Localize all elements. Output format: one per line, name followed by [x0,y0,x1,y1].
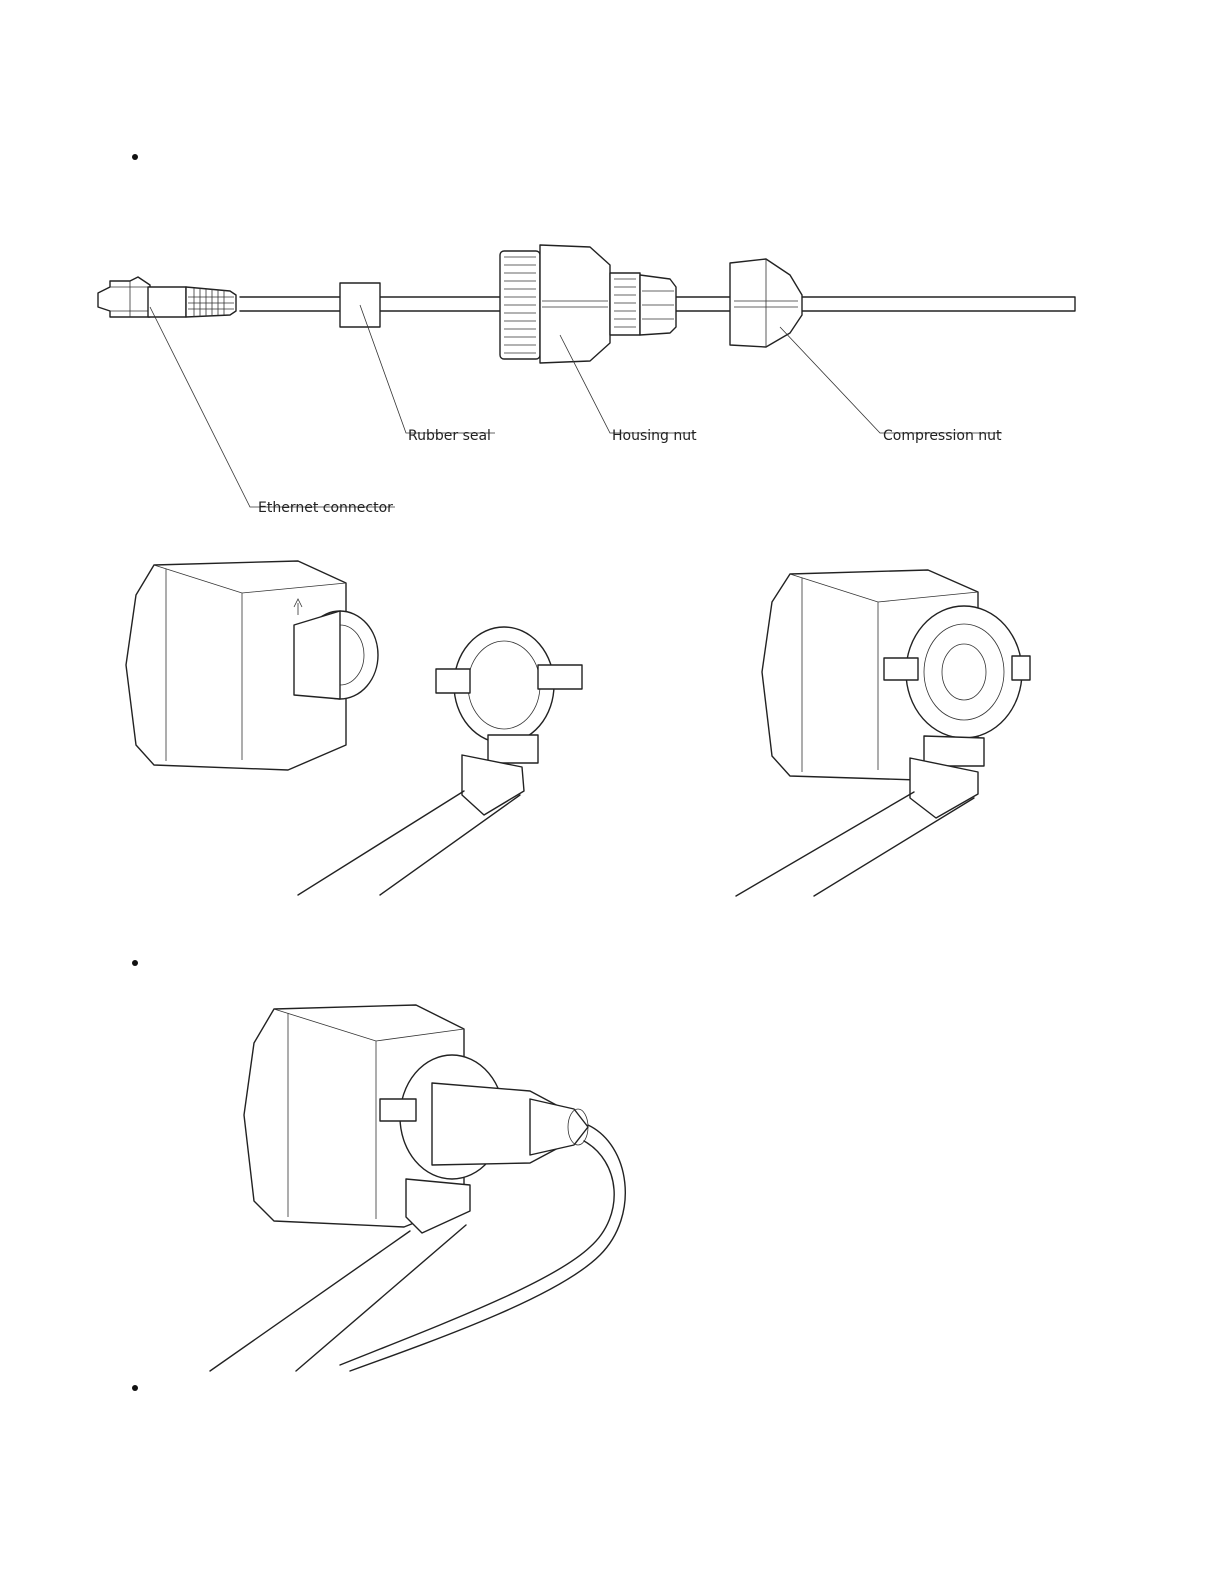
device-with-open-clip [118,555,598,900]
list-bullet-3 [132,1385,138,1391]
list-bullet-1 [132,154,138,160]
ethernet-connector-shape [98,277,236,317]
label-ethernet-connector: Ethernet connector [258,500,393,516]
label-rubber-seal: Rubber seal [408,428,491,444]
assembled-drawing [200,995,660,1380]
compression-nut-shape [730,259,802,347]
clip-closed-drawing [728,560,1048,900]
exploded-parts-diagram: Ethernet connector Rubber seal Housing n… [90,235,1090,525]
parts-drawing: Ethernet connector Rubber seal Housing n… [90,235,1090,525]
device-with-closed-clip [728,560,1048,900]
housing-nut-shape [500,245,676,363]
leader-ethernet [150,307,395,507]
list-bullet-2 [132,960,138,966]
assembled-device-with-cable [200,995,660,1380]
clip-open-drawing [118,555,598,900]
label-housing-nut: Housing nut [612,428,697,444]
label-compression-nut: Compression nut [883,428,1002,444]
leader-compression [780,327,1002,433]
